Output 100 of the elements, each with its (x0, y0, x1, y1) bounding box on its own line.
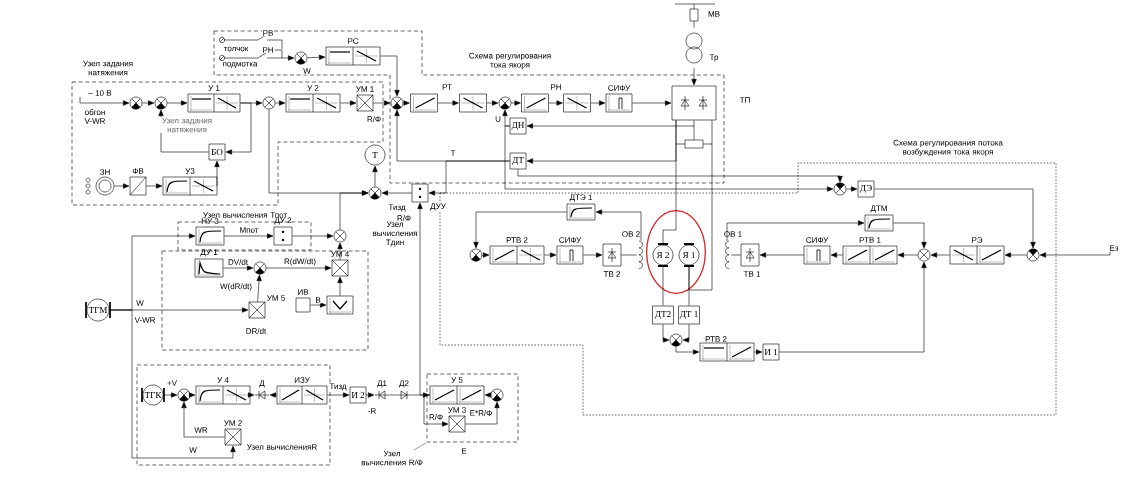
arrow (214, 160, 220, 187)
labeled-box: ДТ (509, 152, 527, 170)
arrow (247, 392, 255, 398)
signal-label: Тизд (328, 382, 348, 392)
node-label: Узел задания натяжения (83, 60, 133, 76)
arrow (373, 100, 391, 106)
arrow (726, 220, 865, 241)
signal-label: Узел задания натяжения (156, 117, 218, 133)
node-label: НУ 3 (201, 218, 219, 224)
labeled-box: ДТ2 (652, 305, 674, 325)
function-block: РТВ 2 (489, 237, 545, 265)
arrow (779, 261, 927, 353)
signal-label: V-WR (133, 316, 157, 324)
node-label: У 5 (451, 377, 463, 383)
arrow (327, 392, 350, 398)
signal-label: РН (549, 83, 563, 91)
arrow (517, 169, 843, 183)
arrow (595, 209, 642, 241)
signal-label: E (460, 447, 468, 455)
summing-junction (1026, 248, 1040, 262)
multiplier-block: УМ 3 (448, 407, 466, 433)
function-block: РЭ (949, 237, 1005, 265)
node-label: УМ 4 (331, 251, 349, 257)
function-block: ИВ (295, 289, 311, 313)
arrow (225, 102, 252, 155)
arrow (893, 222, 927, 249)
signal-label: РВ (262, 29, 274, 37)
node-label: У3 (185, 168, 195, 174)
arrow (224, 233, 274, 239)
edge-label: Мпот (238, 226, 260, 234)
node-label: СИФУ (608, 85, 631, 91)
node-label: Схема регулирования потока возбуждения тока якоря (893, 139, 1003, 157)
arrow (830, 252, 843, 258)
summing-junction (833, 182, 847, 196)
signal-label: Т (449, 149, 457, 157)
function-block (410, 93, 438, 113)
node-label: РТВ 1 (859, 237, 881, 243)
function-block: СИФУ (556, 237, 584, 265)
connector-line (621, 254, 637, 256)
arrow (181, 401, 225, 438)
arrow (380, 55, 400, 97)
function-block: У 2 (285, 85, 341, 113)
summing-junction (262, 96, 276, 110)
signal-label: V-WR (83, 117, 107, 125)
arrow (417, 202, 430, 396)
function-block: ДУ 2 (273, 217, 293, 246)
signal-label: W (302, 67, 312, 75)
node-label: РТВ 2 (506, 237, 528, 243)
connector-line (662, 265, 664, 306)
node-label: ТВ 1 (743, 271, 761, 277)
node-label: ИВ (298, 289, 309, 295)
node-label: УМ 5 (267, 295, 285, 301)
node-label: Узел вычисления R/Ф (361, 450, 423, 466)
function-block (563, 93, 591, 113)
function-block: У 5 (429, 377, 485, 405)
node-label: Тизд (388, 204, 406, 212)
edge-label: B (314, 296, 322, 304)
arrow (897, 252, 918, 258)
labeled-box: ДЭ (857, 180, 875, 198)
labeled-box: ДТ 1 (678, 305, 700, 325)
node-label: ТВ 2 (603, 271, 621, 277)
summing-junction (253, 261, 267, 275)
arrow (526, 158, 533, 164)
function-block: СИФУ (803, 237, 831, 265)
labeled-box: И 1 (762, 343, 780, 361)
node-label: УМ 3 (448, 407, 466, 413)
rectifier-block: ТВ 2 (602, 243, 622, 277)
arrow (423, 394, 449, 427)
arrow (366, 392, 375, 398)
arrow (307, 54, 326, 60)
function-block: ФВ (129, 168, 147, 196)
function-block: ДТМ (864, 205, 894, 232)
node-label: ИЗУ (294, 377, 310, 383)
labeled-box: И 2 (349, 386, 367, 404)
node-label: ДТМ (870, 205, 887, 213)
signal-label: РТ (441, 83, 453, 91)
node-label: РЭ (972, 237, 983, 243)
summing-junction (177, 388, 191, 402)
arrow (675, 346, 700, 355)
arrow (437, 100, 459, 106)
function-block: НУ 3 (195, 218, 225, 246)
arrow (337, 276, 343, 296)
arrow (874, 188, 1036, 249)
arrow (548, 100, 563, 106)
signal-label: R/Ф (366, 115, 382, 123)
signal-label: подмотка (221, 61, 259, 69)
arrow (411, 392, 430, 398)
summing-junction (498, 96, 512, 110)
node-label: ДУ 1 (200, 249, 218, 257)
signal-label: DR/dt (245, 327, 267, 335)
function-block: ДТЭ 1 (566, 194, 596, 221)
node-label: ДУ 2 (274, 217, 292, 225)
function-block (459, 93, 487, 113)
edge-label: DV/dt (227, 258, 249, 266)
summing-junction (154, 96, 168, 110)
signal-label: W (188, 446, 198, 454)
node-label: ДТЭ 1 (569, 194, 592, 202)
arrow (337, 242, 343, 260)
function-block: СИФУ (605, 85, 633, 113)
summing-junction (368, 186, 382, 200)
